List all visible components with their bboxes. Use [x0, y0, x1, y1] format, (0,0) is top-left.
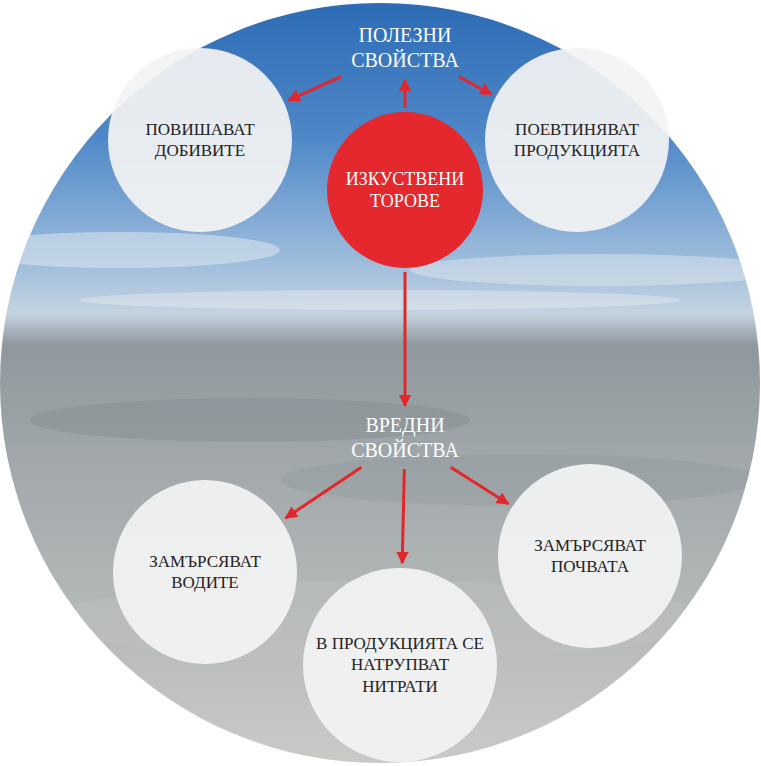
arrow-connector [402, 469, 404, 563]
node-label: ИЗКУСТВЕНИ ТОРОВЕ [330, 168, 480, 213]
harm-circle: ЗАМЪРСЯВАТ ПОЧВАТА [498, 464, 682, 648]
arrow-connector [288, 77, 341, 101]
central-circle: ИЗКУСТВЕНИ ТОРОВЕ [327, 112, 483, 268]
group-heading: ПОЛЕЗНИ СВОЙСТВА [336, 21, 474, 75]
harm-circle: В ПРОДУКЦИЯТА СЕ НАТРУПВАТ НИТРАТИ [303, 568, 497, 762]
arrow-connector [404, 272, 407, 406]
circle-outline [485, 48, 669, 232]
group-heading: ВРЕДНИ СВОЙСТВА [341, 411, 469, 465]
circle-fill [108, 48, 292, 232]
arrow-connector [286, 467, 362, 518]
circle-outline [108, 48, 292, 232]
harm-circle: ЗАМЪРСЯВАТ ВОДИТЕ [113, 480, 297, 664]
arrow-connector [459, 77, 491, 94]
node-label: ПОЕВТИНЯВАТ ПРОДУКЦИЯТА [502, 119, 652, 162]
circle-outline [113, 480, 297, 664]
node-label: ЗАМЪРСЯВАТ ПОЧВАТА [515, 535, 665, 578]
circle-fill [113, 480, 297, 664]
arrow-connector [451, 467, 509, 504]
circle-fill [498, 464, 682, 648]
circle-fill [485, 48, 669, 232]
node-label: ЗАМЪРСЯВАТ ВОДИТЕ [130, 551, 280, 594]
heading-label: ВРЕДНИ СВОЙСТВА [345, 413, 465, 463]
circle-outline [327, 112, 483, 268]
circle-fill [327, 112, 483, 268]
node-label: В ПРОДУКЦИЯТА СЕ НАТРУПВАТ НИТРАТИ [316, 633, 484, 697]
benefit-circle: ПОЕВТИНЯВАТ ПРОДУКЦИЯТА [485, 48, 669, 232]
heading-label: ПОЛЕЗНИ СВОЙСТВА [340, 23, 470, 73]
circle-fill [303, 568, 497, 762]
benefit-circle: ПОВИШАВАТ ДОБИВИТЕ [108, 48, 292, 232]
circle-outline [498, 464, 682, 648]
arrow-connector [404, 80, 407, 108]
node-label: ПОВИШАВАТ ДОБИВИТЕ [125, 119, 275, 162]
